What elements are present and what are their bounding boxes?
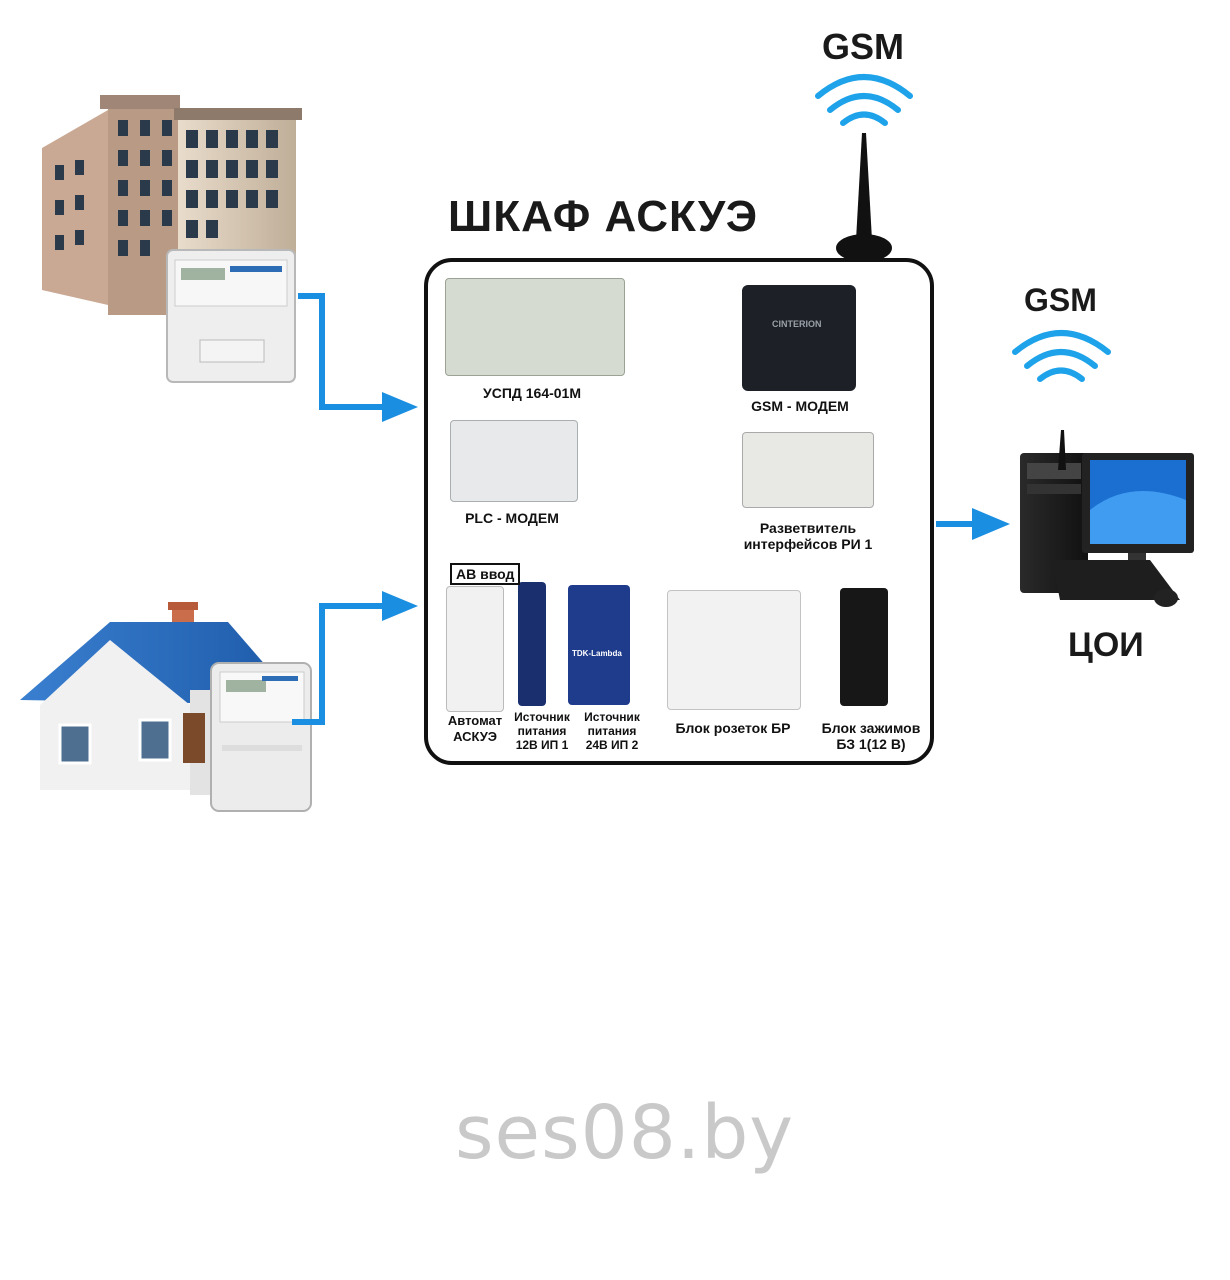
signal-waves-icon (1012, 330, 1111, 382)
psu24-label: Источник питания 24В ИП 2 (576, 710, 648, 752)
center-label: ЦОИ (1068, 626, 1144, 664)
gsm-modem-device-icon: CINTERION (742, 285, 856, 391)
psu24-label-line-1: Источник (584, 710, 640, 724)
watermark-text: ses08.by (455, 1090, 795, 1176)
gsm-antenna-icon (836, 133, 892, 262)
psu12-label: Источник питания 12В ИП 1 (506, 710, 578, 752)
arrow-house-to-cabinet (292, 591, 418, 725)
terminals-label-line-2: БЗ 1(12 В) (836, 736, 906, 752)
arrow-building-to-cabinet (298, 293, 418, 422)
computer-icon (1020, 430, 1194, 607)
tdk-logo: TDK-Lambda (572, 649, 622, 658)
psu12-label-line-1: Источник (514, 710, 570, 724)
uspd-device-icon (445, 278, 625, 376)
electricity-meter-icon (166, 249, 296, 383)
psu12-label-line-2: питания (517, 724, 567, 738)
signal-waves-icon (815, 74, 913, 126)
splitter-label: Разветвитель интерфейсов РИ 1 (728, 520, 888, 552)
splitter-label-line-2: интерфейсов РИ 1 (743, 536, 873, 552)
breaker-device-icon (446, 586, 504, 712)
electricity-meter-icon (210, 662, 312, 812)
gsm-right-label: GSM (1024, 282, 1097, 318)
socket-block-device-icon (667, 590, 801, 710)
breaker-label-line-1: Автомат (447, 713, 503, 728)
terminals-label-line-1: Блок зажимов (821, 720, 921, 736)
psu24-device-icon: TDK-Lambda (568, 585, 630, 705)
gsm-modem-label: GSM - МОДЕМ (751, 398, 849, 414)
splitter-label-line-1: Разветвитель (759, 520, 857, 536)
terminal-block-device-icon (840, 588, 888, 706)
psu24-label-line-3: 24В ИП 2 (585, 738, 639, 752)
psu12-device-icon (518, 582, 546, 706)
arrow-cabinet-to-center (936, 508, 1010, 540)
splitter-device-icon (742, 432, 874, 508)
uspd-label: УСПД 164-01М (483, 385, 581, 401)
plc-modem-device-icon (450, 420, 578, 502)
psu12-label-line-3: 12В ИП 1 (515, 738, 569, 752)
breaker-label-line-2: АСКУЭ (453, 729, 497, 744)
sockets-label: Блок розеток БР (675, 720, 791, 736)
plc-modem-label: PLC - МОДЕМ (465, 510, 559, 526)
ab-input-label: АВ ввод (450, 563, 521, 585)
diagram-title: ШКАФ АСКУЭ (448, 192, 759, 241)
gsm-top-label: GSM (822, 26, 905, 67)
breaker-label: Автомат АСКУЭ (440, 713, 510, 745)
psu24-label-line-2: питания (587, 724, 637, 738)
cinterion-logo: CINTERION (772, 319, 822, 329)
terminals-label: Блок зажимов БЗ 1(12 В) (808, 720, 934, 752)
